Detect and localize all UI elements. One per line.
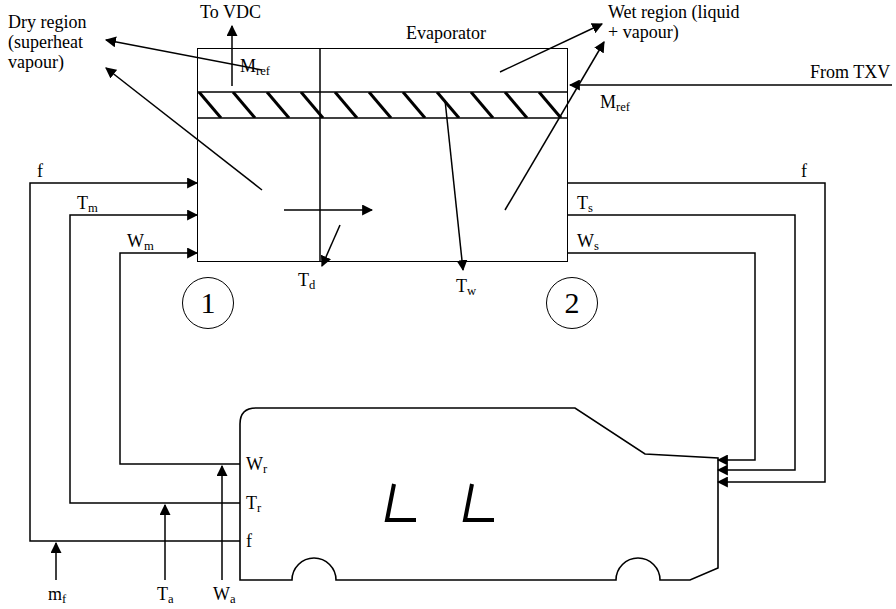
signal-label: Ts xyxy=(576,194,594,212)
input-arrow xyxy=(55,543,57,580)
component-name: Evaporator xyxy=(406,23,486,43)
air-flow-arrow xyxy=(284,209,372,211)
subscript: m xyxy=(144,239,154,253)
flow-label: Mref xyxy=(240,56,270,76)
flow-label: From TXV xyxy=(810,62,890,82)
subscript: a xyxy=(230,592,236,606)
seat-symbol xyxy=(465,484,494,520)
temperature-label: Td xyxy=(298,270,315,290)
signal-name: Tr xyxy=(246,493,261,513)
refrigerant-in-arrow xyxy=(570,84,892,86)
temperature-label: Tw xyxy=(456,276,476,296)
subscript: s xyxy=(594,239,599,253)
subscript: m xyxy=(88,201,98,215)
temperature-arrow xyxy=(445,100,463,270)
cabin-outline xyxy=(240,408,718,580)
input-arrow xyxy=(221,466,223,580)
signal-label: f xyxy=(36,162,44,180)
signal-line xyxy=(30,183,240,541)
subscript: ref xyxy=(256,64,270,78)
signal-name: Wr xyxy=(246,454,267,474)
subscript: r xyxy=(263,462,267,476)
leader-line xyxy=(106,68,262,190)
evaporator-box: Evaporator xyxy=(197,48,568,262)
signal-label: Ws xyxy=(576,232,600,250)
input-label: mf xyxy=(48,584,66,604)
subscript: w xyxy=(467,284,476,298)
cabin-outline xyxy=(240,408,718,583)
signal-line xyxy=(70,215,240,503)
input-label: Ta xyxy=(157,584,174,604)
leader-line xyxy=(106,40,262,70)
leader-line xyxy=(505,42,604,210)
temperature-arrow xyxy=(322,225,340,266)
subscript: s xyxy=(588,201,593,215)
seat-symbol xyxy=(387,484,416,520)
subscript: a xyxy=(168,592,174,606)
subscript: ref xyxy=(616,100,630,114)
signal-line xyxy=(568,183,825,482)
signal-line xyxy=(568,215,795,470)
region-label: Wet region (liquid + vapour) xyxy=(608,2,748,42)
subscript: r xyxy=(257,501,261,515)
signal-line xyxy=(120,253,240,464)
refrigerant-out-arrow xyxy=(231,26,233,86)
region-circle: 1 xyxy=(182,277,234,329)
signal-label: Tm xyxy=(76,194,99,212)
region-label: Dry region (superheat vapour) xyxy=(8,12,100,72)
hatched-wall xyxy=(198,92,567,118)
vehicle-cabin: WrTr f xyxy=(240,408,718,583)
subscript: f xyxy=(62,592,66,606)
region-divider xyxy=(319,48,321,262)
wall-line xyxy=(197,117,568,119)
signal-name: f xyxy=(246,531,252,551)
subscript: d xyxy=(309,278,315,292)
input-arrow xyxy=(164,505,166,580)
wall-line xyxy=(197,91,568,93)
signal-line xyxy=(568,253,755,460)
callout-number: 2 xyxy=(565,287,580,319)
callout-number: 1 xyxy=(201,287,216,319)
flow-label: Mref xyxy=(600,92,630,112)
input-label: Wa xyxy=(213,584,236,604)
signal-label: Wm xyxy=(126,232,155,250)
flow-label: To VDC xyxy=(200,2,261,22)
region-circle: 2 xyxy=(546,277,598,329)
signal-label: f xyxy=(800,162,808,180)
